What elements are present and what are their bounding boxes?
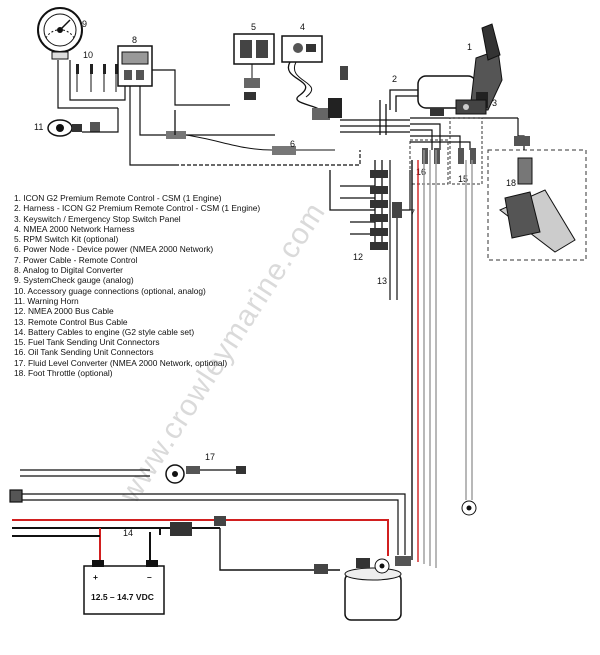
callout-11: 11: [34, 122, 43, 132]
legend-item: 4. NMEA 2000 Network Harness: [14, 223, 135, 234]
legend-item: 18. Foot Throttle (optional): [14, 368, 113, 379]
callout-12: 12: [353, 252, 363, 262]
power-cable-remote-control: [392, 170, 411, 300]
callout-14: 14: [123, 528, 133, 538]
callout-13: 13: [377, 276, 387, 286]
callout-17: 17: [205, 452, 215, 462]
rpm-switch-kit: [233, 33, 275, 100]
battery-voltage-label: 12.5 – 14.7 VDC: [91, 592, 154, 602]
legend-item: 10. Accessory guage connections (optiona…: [14, 285, 206, 296]
keyswitch-panel: [455, 99, 487, 115]
nmea-2000-network-harness: [281, 35, 348, 120]
legend-item: 11. Warning Horn: [14, 295, 79, 306]
accessory-gauge-connections: [76, 64, 118, 92]
legend-item: 7. Power Cable - Remote Control: [14, 254, 138, 265]
nmea-tee-connectors: [370, 170, 388, 250]
power-node: [166, 131, 361, 166]
legend-item: 14. Battery Cables to engine (G2 style c…: [14, 326, 195, 337]
gauge-harness-wires: [57, 60, 230, 166]
legend-item: 5. RPM Switch Kit (optional): [14, 234, 119, 245]
fluid-level-converter: [20, 464, 246, 484]
callout-4: 4: [300, 22, 305, 32]
legend-item: 12. NMEA 2000 Bus Cable: [14, 306, 114, 317]
callout-8: 8: [132, 35, 137, 45]
engine-wires: [411, 150, 473, 568]
battery-plus-sign: +: [93, 572, 98, 582]
remote-control-harness: [379, 89, 418, 135]
legend-item: 2. Harness - ICON G2 Premium Remote Cont…: [14, 203, 261, 214]
analog-to-digital-converter: [117, 45, 153, 87]
legend-item: 17. Fluid Level Converter (NMEA 2000 Net…: [14, 357, 228, 368]
callout-5: 5: [251, 22, 256, 32]
callout-2: 2: [392, 74, 397, 84]
callout-1: 1: [467, 42, 472, 52]
component-legend: 1. ICON G2 Premium Remote Control - CSM …: [14, 193, 314, 378]
accessory-lines: [9, 489, 406, 555]
battery-cables: [12, 519, 389, 571]
callout-10: 10: [83, 50, 93, 60]
callout-3: 3: [492, 98, 497, 108]
callout-6: 6: [290, 139, 295, 149]
engine-tank: [344, 556, 411, 621]
callout-15: 15: [458, 174, 468, 184]
battery-minus-sign: –: [147, 572, 152, 582]
legend-item: 8. Analog to Digital Converter: [14, 265, 123, 276]
callout-9: 9: [82, 19, 87, 29]
fuel-sender: [461, 500, 477, 516]
systemcheck-gauge: [37, 7, 83, 60]
fuel-tank-connectors: [449, 117, 483, 185]
warning-horn: [47, 119, 100, 137]
legend-item: 9. SystemCheck gauge (analog): [14, 275, 134, 286]
callout-16: 16: [416, 167, 426, 177]
legend-item: 3. Keyswitch / Emergency Stop Switch Pan…: [14, 213, 181, 224]
main-harness-bundle: [340, 117, 518, 150]
legend-item: 1. ICON G2 Premium Remote Control - CSM …: [14, 193, 222, 203]
legend-item: 15. Fuel Tank Sending Unit Connectors: [14, 337, 160, 348]
oil-tank-connectors: [409, 139, 449, 185]
foot-throttle: [487, 118, 587, 261]
legend-item: 16. Oil Tank Sending Unit Connectors: [14, 347, 154, 358]
battery: + – 12.5 – 14.7 VDC: [83, 560, 165, 615]
legend-item: 13. Remote Control Bus Cable: [14, 316, 128, 327]
legend-item: 6. Power Node - Device power (NMEA 2000 …: [14, 244, 214, 255]
battery-cable-connectors: [170, 516, 328, 574]
callout-18: 18: [506, 178, 516, 188]
